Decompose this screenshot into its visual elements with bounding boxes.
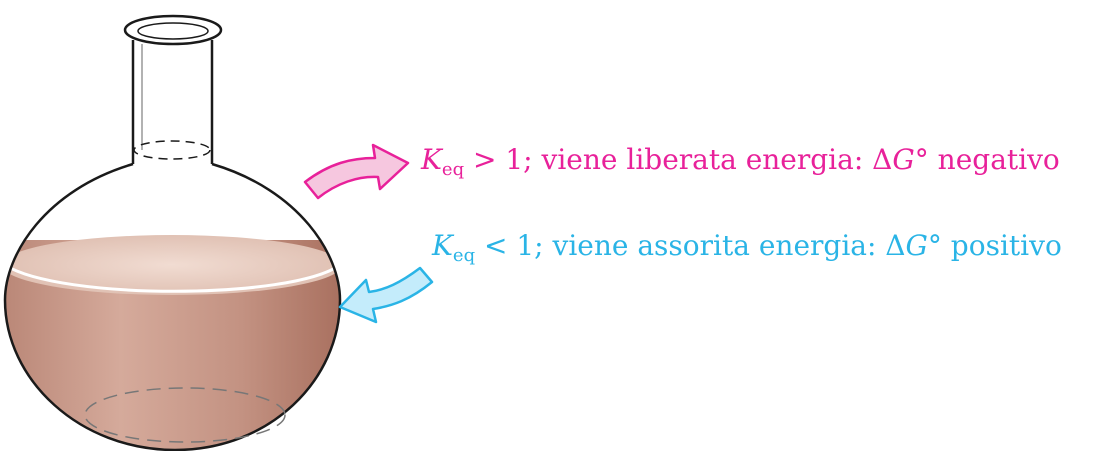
keq-greater-label: Keq > 1; viene liberata energia: ΔG° neg… [421, 146, 1060, 179]
g-symbol: G [892, 143, 915, 176]
liquid-surface [5, 235, 340, 295]
keq-symbol: K [432, 229, 453, 262]
keq-subscript: eq [452, 245, 476, 266]
release-arrow [303, 143, 410, 200]
keq-tail: ° positivo [927, 229, 1062, 262]
flask-bottom [84, 387, 286, 443]
absorb-arrow [338, 266, 434, 324]
liquid-surface-rim [5, 263, 340, 293]
flask [3, 14, 342, 452]
flask-lip [123, 14, 223, 46]
keq-relation: < 1; viene assorita energia: Δ [475, 229, 906, 262]
keq-relation: > 1; viene liberata energia: Δ [464, 143, 893, 176]
liquid [5, 235, 340, 450]
flask-bulb [3, 162, 342, 452]
g-symbol: G [905, 229, 928, 262]
flask-mouth [137, 22, 209, 40]
keq-less-label: Keq < 1; viene assorita energia: ΔG° pos… [432, 232, 1062, 265]
flask-neck-rim [133, 140, 211, 160]
keq-tail: ° negativo [914, 143, 1060, 176]
keq-symbol: K [421, 143, 442, 176]
keq-subscript: eq [441, 159, 465, 180]
